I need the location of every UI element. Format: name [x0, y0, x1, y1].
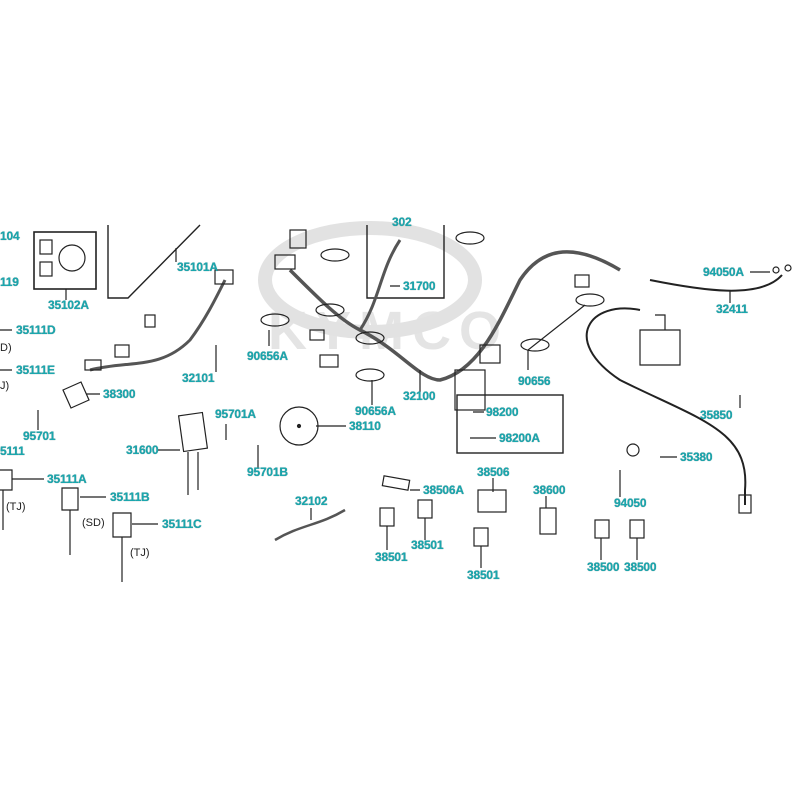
part-label-38600[interactable]: 38600 — [533, 483, 566, 497]
part-label-35111D[interactable]: 35111D — [16, 323, 56, 337]
variant-note-tj: (TJ) — [6, 501, 26, 513]
part-label-38506[interactable]: 38506 — [477, 465, 510, 479]
part-label-38500[interactable]: 38500 — [624, 560, 657, 574]
cable-32411 — [649, 274, 783, 292]
box-35102A — [33, 231, 97, 290]
key-35111C — [112, 512, 132, 582]
part-label-38501[interactable]: 38501 — [375, 550, 408, 564]
lock-set-icon — [58, 244, 86, 272]
part-label-35102A[interactable]: 35102A — [48, 298, 89, 312]
part-label-302[interactable]: 302 — [392, 215, 412, 229]
part-label-35111A[interactable]: 35111A — [47, 472, 87, 486]
part-label-38501[interactable]: 38501 — [411, 538, 444, 552]
variant-note: D) — [0, 342, 12, 354]
part-label-38506A[interactable]: 38506A — [423, 483, 464, 497]
part-label-95701B[interactable]: 95701B — [247, 465, 288, 479]
part-label-98200[interactable]: 98200 — [486, 405, 519, 419]
part-label-95701[interactable]: 95701 — [23, 429, 56, 443]
harness-32101 — [89, 279, 227, 372]
box-35101A — [107, 224, 201, 299]
part-label-32100[interactable]: 32100 — [403, 389, 436, 403]
part-label-38110[interactable]: 38110 — [349, 419, 381, 433]
part-label-119[interactable]: 119 — [0, 275, 19, 289]
ecu-31600 — [177, 411, 209, 453]
starter-relay — [639, 314, 681, 366]
box-98200 — [456, 394, 564, 454]
key-35111A — [0, 469, 13, 530]
variant-note: J) — [0, 380, 10, 392]
variant-note-sd: (SD) — [82, 517, 105, 529]
variant-note-tj: (TJ) — [130, 547, 150, 559]
cable-35850 — [585, 307, 747, 505]
part-label-35101A[interactable]: 35101A — [177, 260, 218, 274]
part-label-98200A[interactable]: 98200A — [499, 431, 540, 445]
part-label-94050A[interactable]: 94050A — [703, 265, 744, 279]
part-label-38500[interactable]: 38500 — [587, 560, 620, 574]
part-label-90656A[interactable]: 90656A — [247, 349, 288, 363]
part-label-94050[interactable]: 94050 — [614, 496, 647, 510]
part-label-31600[interactable]: 31600 — [126, 443, 159, 457]
part-label-35111[interactable]: 5111 — [0, 444, 25, 458]
box-31700 — [366, 225, 445, 299]
part-label-32411[interactable]: 32411 — [716, 302, 748, 316]
part-label-35111B[interactable]: 35111B — [110, 490, 150, 504]
part-label-35380[interactable]: 35380 — [680, 450, 713, 464]
part-label-95701A[interactable]: 95701A — [215, 407, 256, 421]
harness-32100 — [288, 250, 621, 382]
ignition-switch-38300 — [62, 381, 90, 409]
part-label-35111E[interactable]: 35111E — [16, 363, 55, 377]
part-label-90656A[interactable]: 90656A — [355, 404, 396, 418]
part-label-104[interactable]: 104 — [0, 229, 20, 243]
part-label-35850[interactable]: 35850 — [700, 408, 733, 422]
part-label-90656[interactable]: 90656 — [518, 374, 551, 388]
sub-harness-32102 — [274, 508, 346, 542]
part-label-38300[interactable]: 38300 — [103, 387, 136, 401]
part-label-38501[interactable]: 38501 — [467, 568, 500, 582]
part-label-32101[interactable]: 32101 — [182, 371, 215, 385]
part-label-31700[interactable]: 31700 — [403, 279, 436, 293]
part-label-35111C[interactable]: 35111C — [162, 517, 202, 531]
part-label-32102[interactable]: 32102 — [295, 494, 328, 508]
key-35111B — [61, 487, 79, 555]
